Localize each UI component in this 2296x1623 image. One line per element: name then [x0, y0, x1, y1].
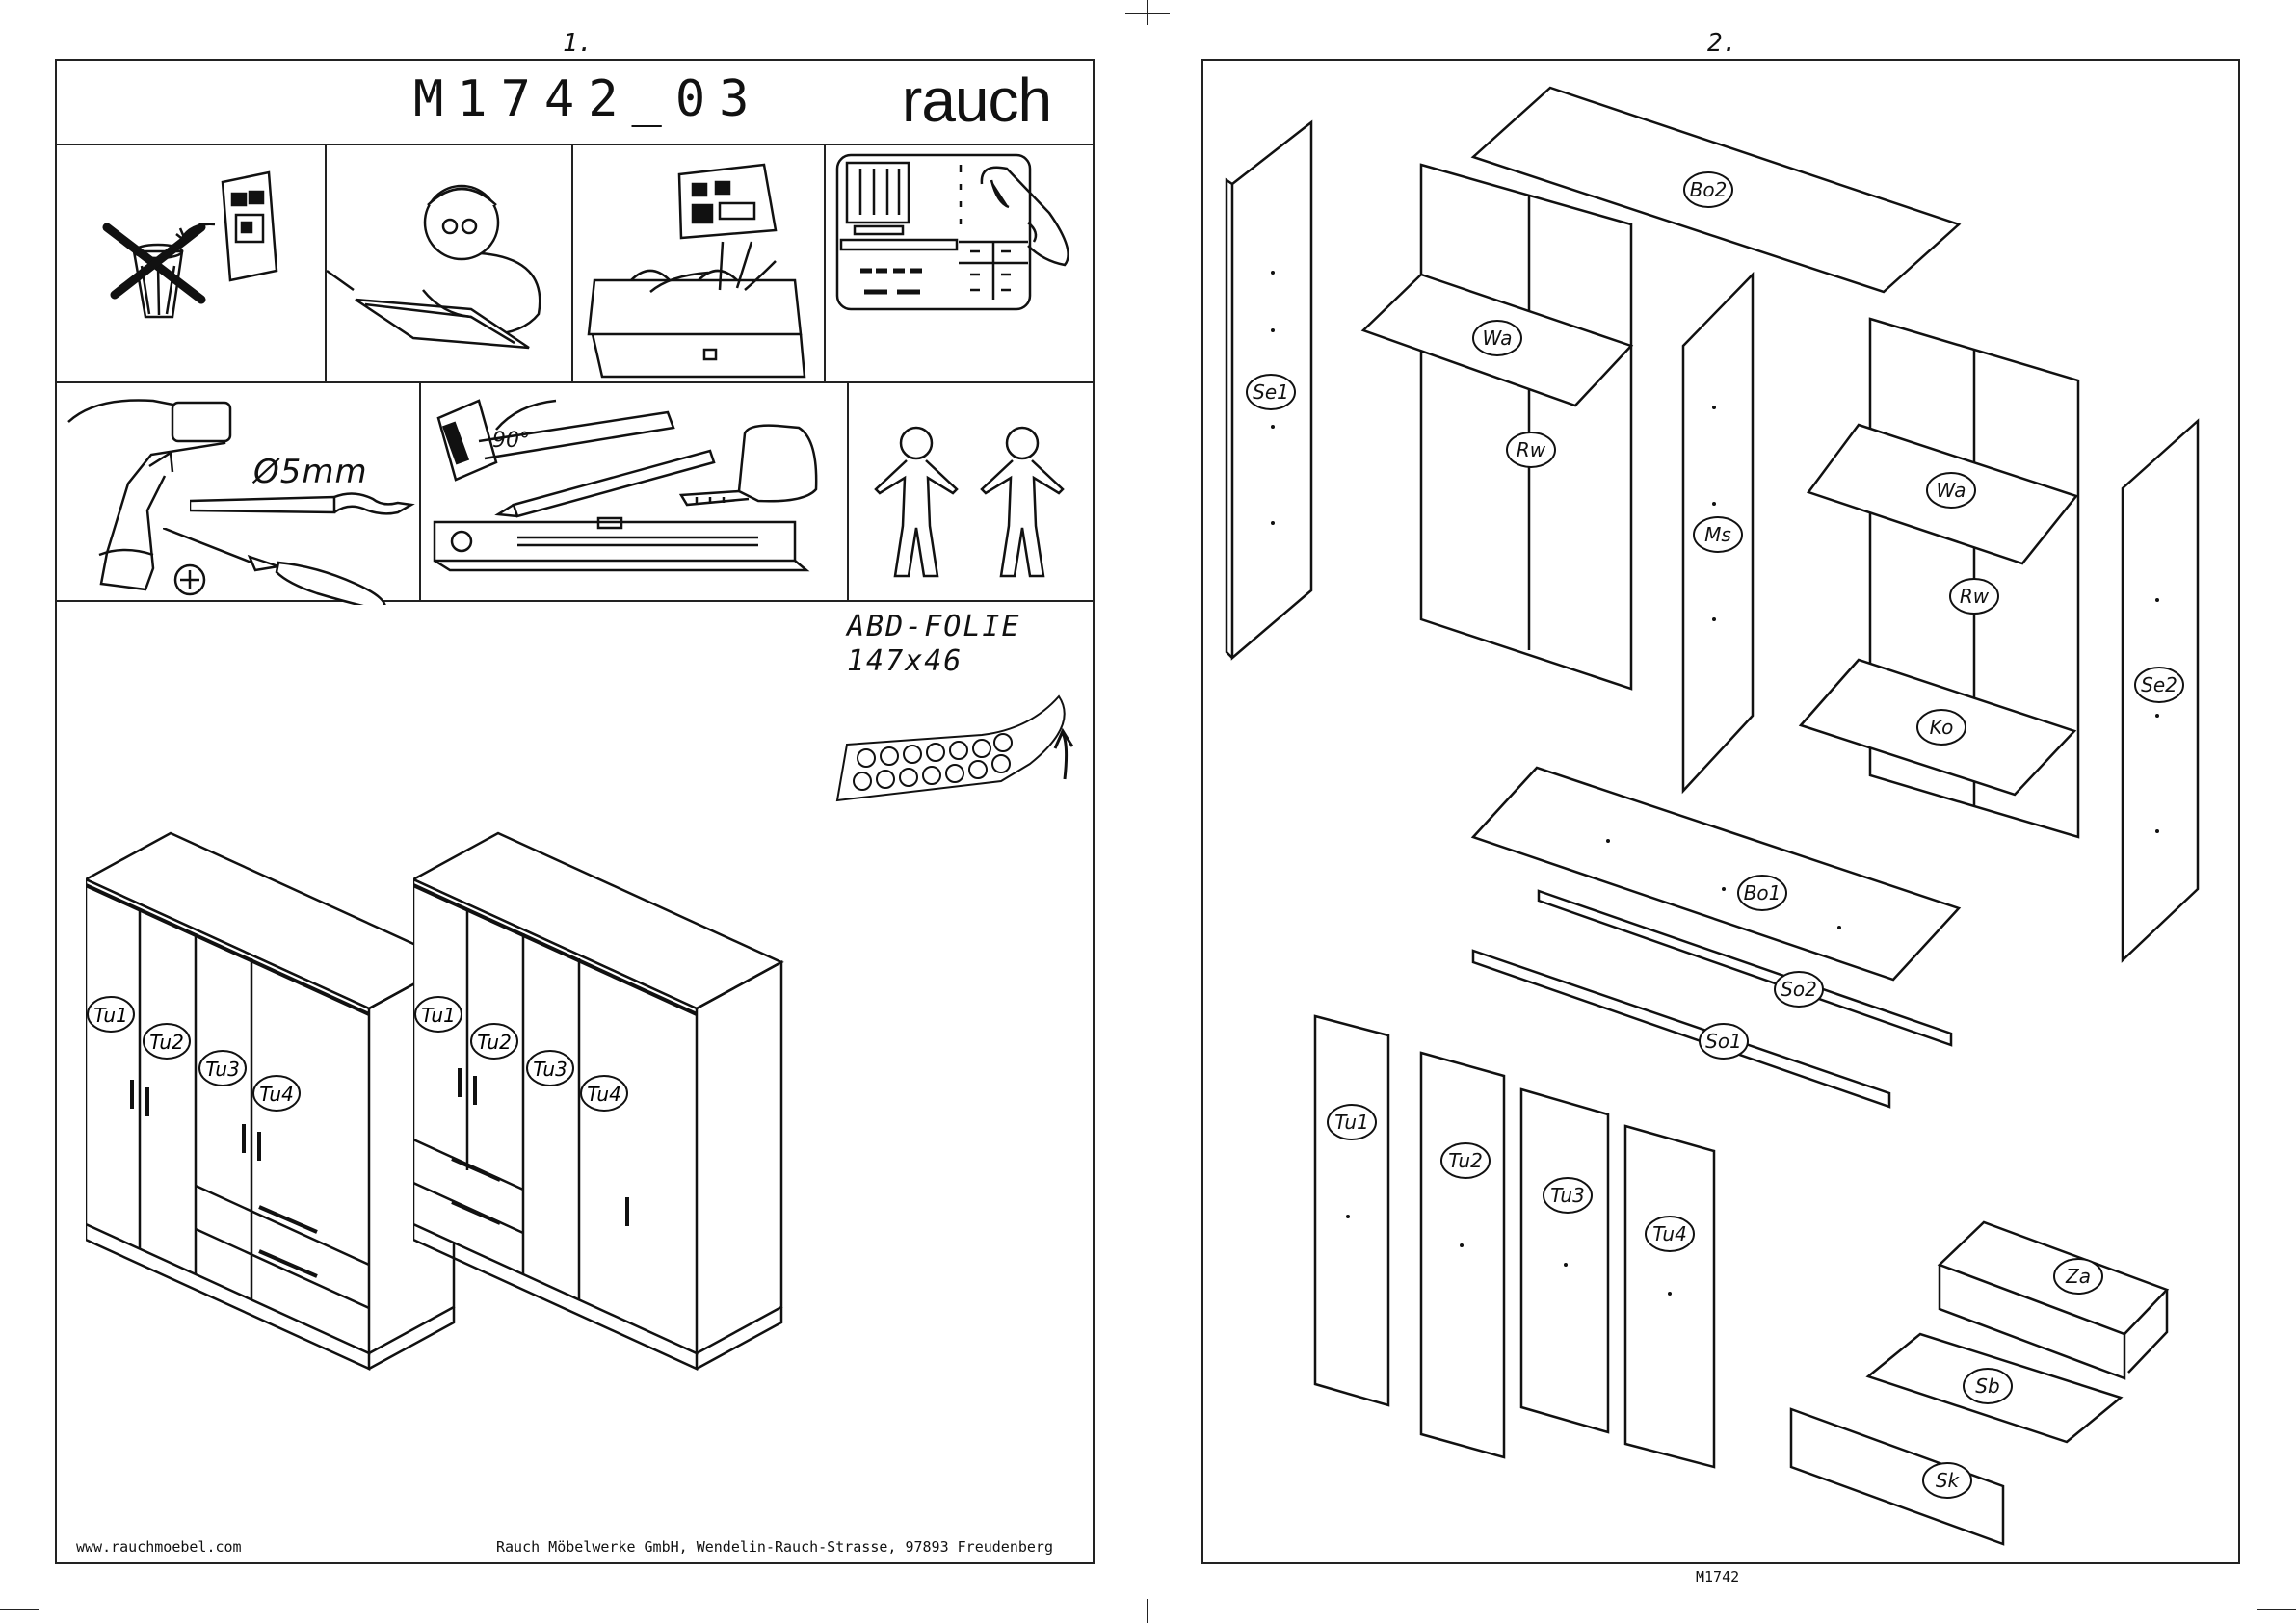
page-number-2: 2. [1707, 29, 1737, 58]
part-ms: Ms [1704, 523, 1731, 546]
door-label-tu2: Tu2 [477, 1031, 512, 1054]
instruction-cell-1 [57, 145, 327, 381]
address-text: Rauch Möbelwerke GmbH, Wendelin-Rauch-St… [496, 1538, 1053, 1556]
door-label-tu4: Tu4 [259, 1083, 294, 1106]
part-tu1: Tu1 [1334, 1111, 1369, 1134]
part-sk: Sk [1936, 1469, 1961, 1492]
door-label-tu3: Tu3 [533, 1058, 567, 1081]
part-tu4: Tu4 [1652, 1222, 1687, 1245]
square-ruler-icon: 90° [421, 383, 847, 600]
part-tu3: Tu3 [1550, 1184, 1585, 1207]
part-bo1: Bo1 [1744, 881, 1781, 904]
tool-cell-drill: Ø5mm [57, 383, 421, 600]
instruction-cell-3 [573, 145, 826, 381]
part-so2: So2 [1781, 978, 1817, 1001]
foil-sheet-icon [789, 629, 1097, 822]
instruction-row [57, 145, 1093, 383]
door-label-tu2: Tu2 [149, 1031, 184, 1054]
page-number-1: 1. [563, 29, 593, 58]
drill-size-label: Ø5mm [253, 453, 368, 491]
page-1-frame: M1742_03 rauch [55, 59, 1095, 1564]
part-bo2: Bo2 [1690, 178, 1728, 201]
instruction-cell-4 [826, 145, 1093, 381]
drill-bit-icon [190, 489, 421, 528]
angle-label: 90° [492, 429, 530, 453]
spirit-level-icon [435, 518, 806, 570]
instruction-cell-2 [327, 145, 573, 381]
tool-cell-measure: 90° [421, 383, 849, 600]
page-2-code: M1742 [1696, 1568, 1739, 1585]
wardrobe-b: Tu1 Tu2 Tu3 Tu4 [413, 822, 837, 1380]
website-text: www.rauchmoebel.com [76, 1538, 242, 1556]
part-ko: Ko [1930, 716, 1954, 739]
page-2-frame: Se1 Bo2 Wa Rw Ms Wa Rw Ko Se2 Bo1 So2 So… [1201, 59, 2240, 1564]
header: M1742_03 rauch [57, 61, 1093, 145]
part-se1: Se1 [1253, 380, 1289, 404]
part-wa-right: Wa [1937, 479, 1966, 502]
part-sb: Sb [1975, 1374, 1999, 1398]
file-manual-icon [573, 145, 824, 381]
door-label-tu1: Tu1 [421, 1004, 456, 1027]
tool-cell-persons [849, 383, 1093, 600]
model-title: M1742_03 [413, 70, 762, 128]
part-so1: So1 [1705, 1030, 1742, 1053]
tools-row: Ø5mm 90° [57, 383, 1093, 602]
no-trash-icon [57, 145, 325, 381]
part-rw-right: Rw [1960, 585, 1990, 608]
door-label-tu3: Tu3 [205, 1058, 240, 1081]
two-persons-icon [849, 383, 1093, 600]
part-tu2: Tu2 [1448, 1149, 1483, 1172]
part-wa-left: Wa [1483, 327, 1513, 350]
read-manual-icon [327, 145, 571, 381]
part-rw-left: Rw [1517, 438, 1546, 461]
screwdriver-icon [163, 528, 413, 605]
exploded-parts-diagram: Se1 Bo2 Wa Rw Ms Wa Rw Ko Se2 Bo1 So2 So… [1203, 61, 2238, 1563]
brand-logo: rauch [902, 65, 1051, 136]
part-za: Za [2065, 1265, 2091, 1288]
door-label-tu4: Tu4 [587, 1083, 621, 1106]
sticker-icon [826, 145, 1093, 381]
door-label-tu1: Tu1 [93, 1004, 128, 1027]
pencil-icon [498, 451, 714, 516]
part-se2: Se2 [2141, 673, 2177, 696]
